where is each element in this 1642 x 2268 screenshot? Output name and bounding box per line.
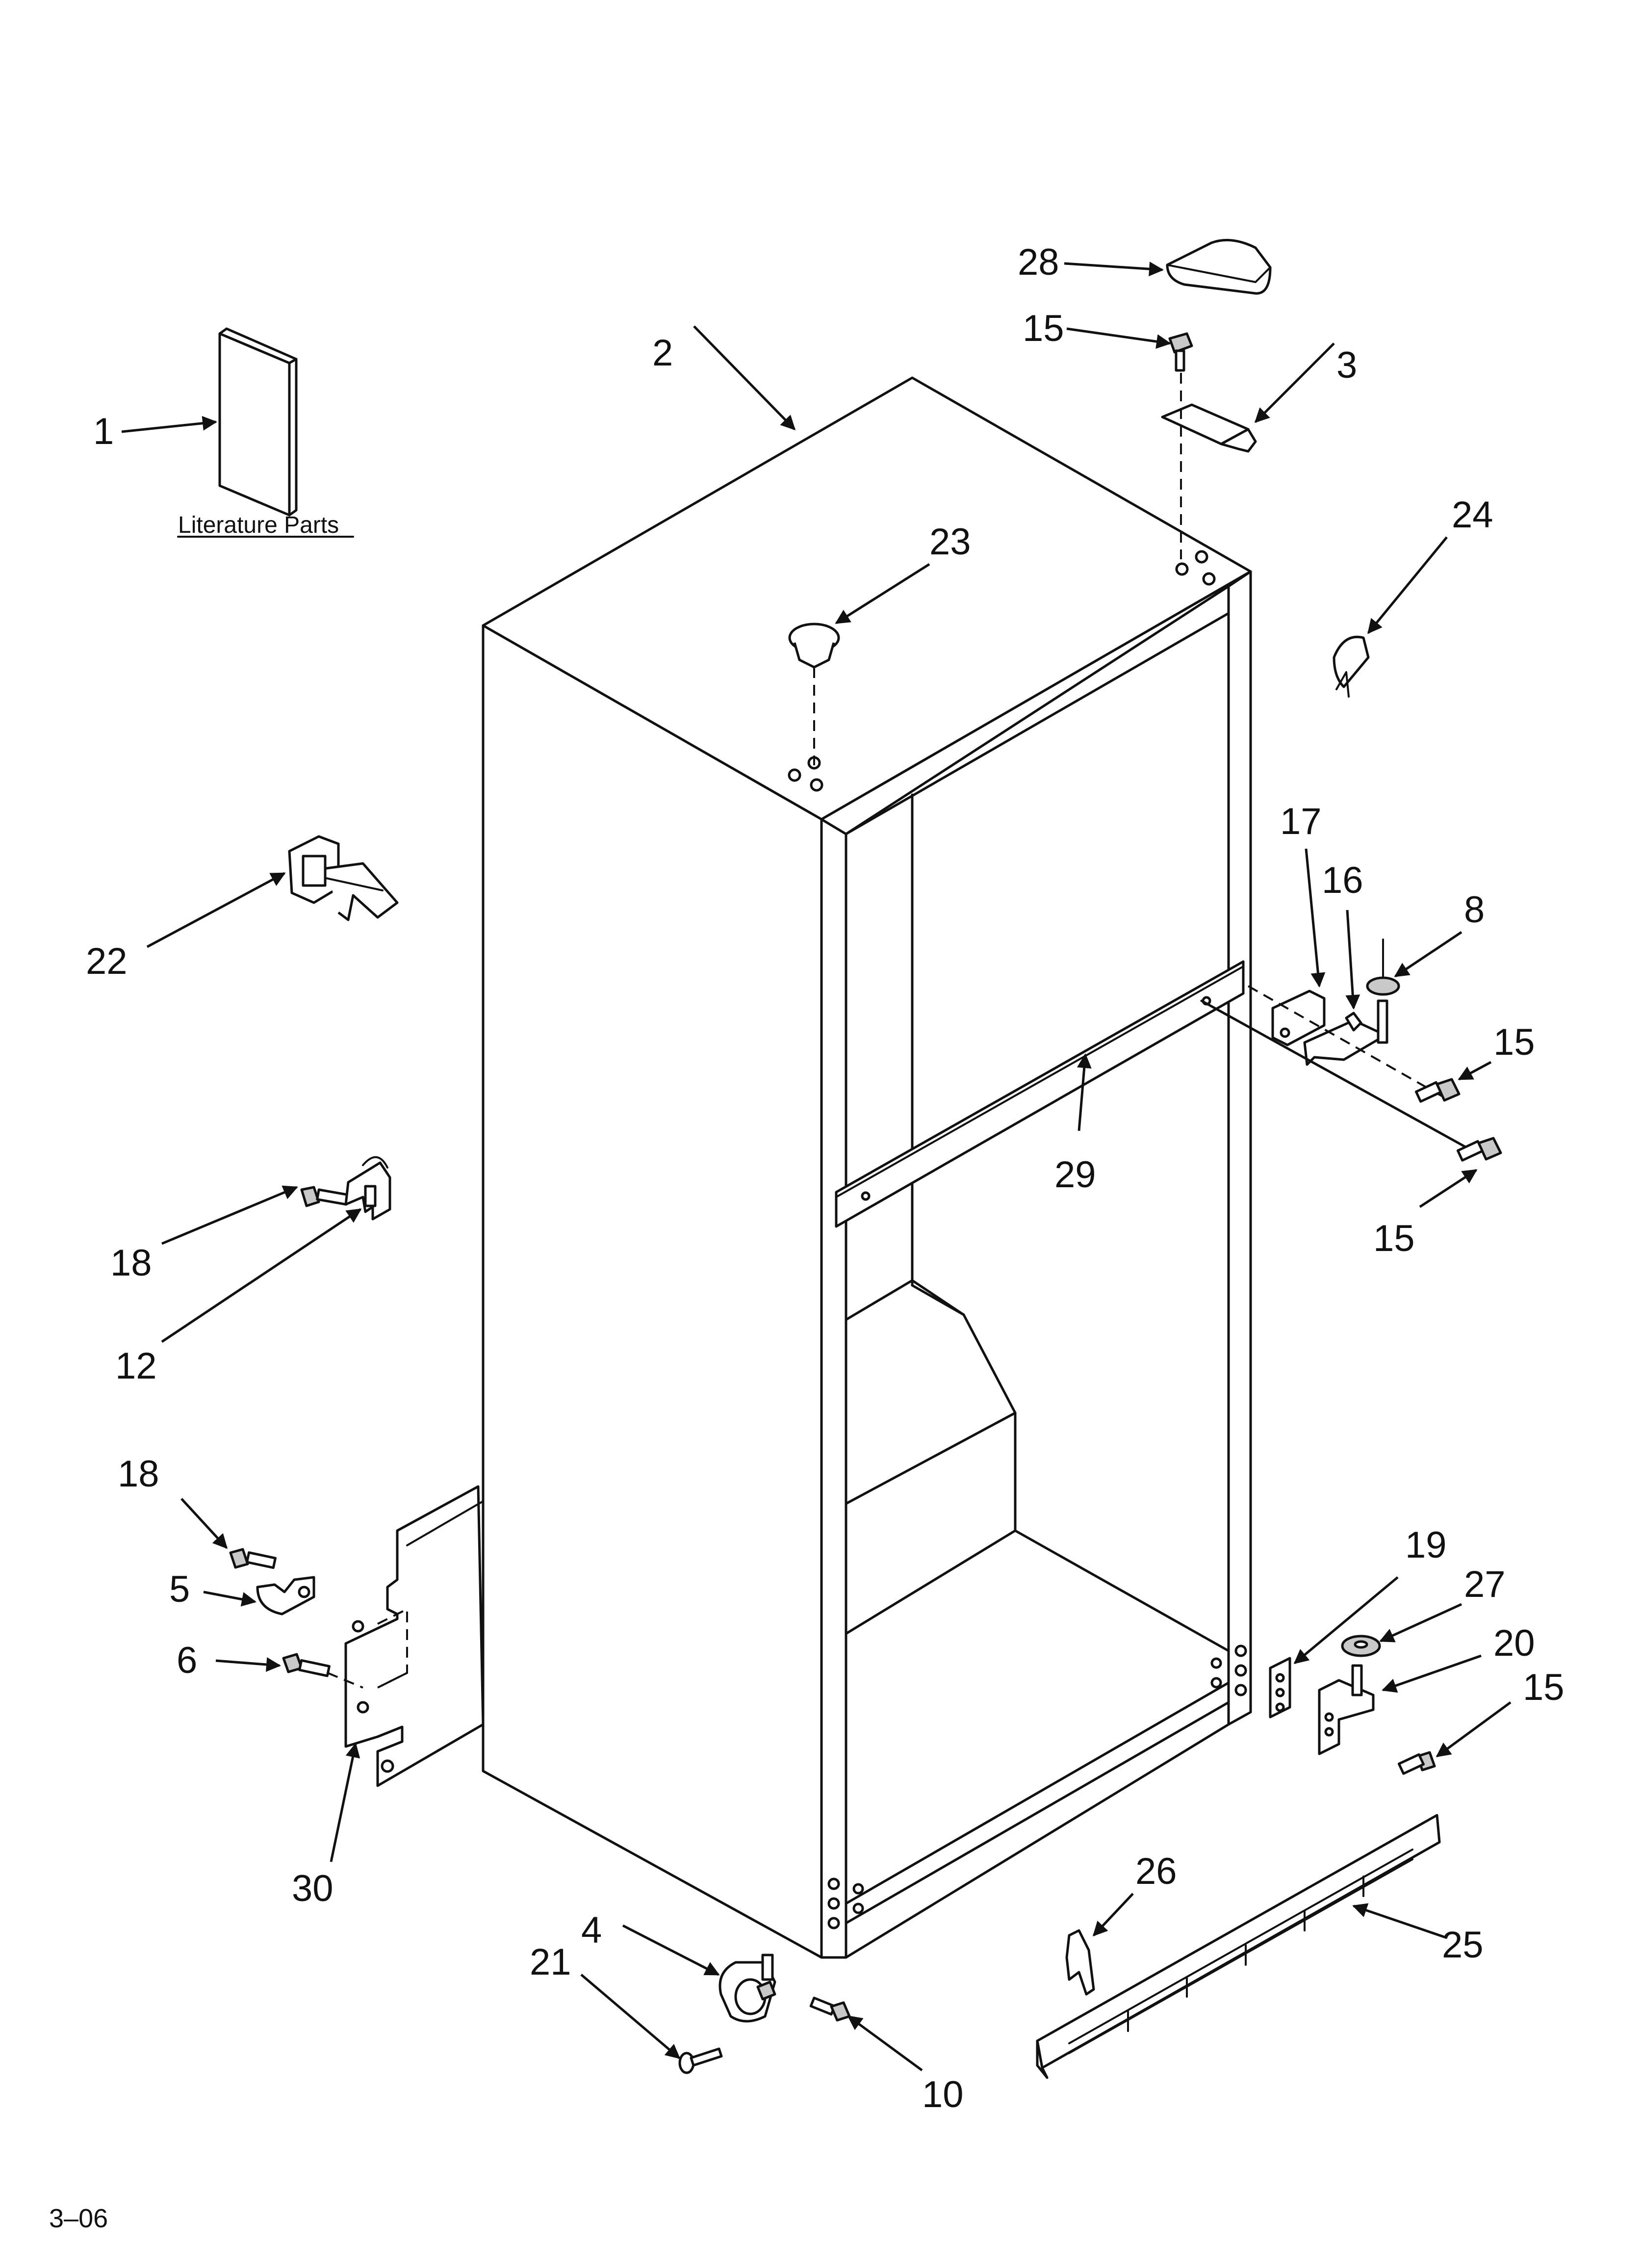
- callout-4: 4: [581, 1909, 602, 1951]
- callout-15-top: 15: [1023, 308, 1064, 349]
- callout-6: 6: [177, 1640, 197, 1681]
- hinge-cover: [1166, 238, 1272, 295]
- callout-10: 10: [922, 2074, 964, 2115]
- callout-17: 17: [1280, 801, 1322, 842]
- callout-25: 25: [1442, 1924, 1484, 1966]
- callout-2: 2: [652, 332, 673, 374]
- callout-18-upper: 18: [110, 1242, 152, 1284]
- callout-24: 24: [1452, 494, 1493, 536]
- rear-bracket: [344, 1485, 485, 1787]
- callout-21: 21: [530, 1941, 571, 1983]
- literature-parts-caption: Literature Parts: [178, 512, 339, 538]
- callout-26: 26: [1135, 1851, 1177, 1892]
- literature-booklet: [218, 327, 298, 517]
- callout-15-bottom: 15: [1523, 1667, 1565, 1708]
- callout-27: 27: [1464, 1564, 1506, 1605]
- grille-clip: [1065, 1929, 1095, 1996]
- callout-8: 8: [1464, 889, 1485, 931]
- top-hinge: [1161, 373, 1257, 559]
- refrigerator-cabinet: [482, 376, 1252, 1959]
- toe-grille: [1036, 1814, 1441, 2079]
- callout-18-lower: 18: [118, 1453, 159, 1495]
- callout-5: 5: [169, 1568, 190, 1610]
- callout-12: 12: [115, 1345, 157, 1387]
- leader-arrows: [121, 261, 1512, 2072]
- callout-15-center-lower: 15: [1373, 1218, 1415, 1259]
- leveling-leg-assembly: [678, 1954, 776, 2074]
- callout-28: 28: [1018, 241, 1059, 283]
- screw-10: [809, 1996, 851, 2022]
- callout-29: 29: [1054, 1154, 1096, 1196]
- hinge-screw-top: [1168, 332, 1193, 372]
- callout-30: 30: [292, 1868, 334, 1909]
- center-hinge-assembly: [1200, 938, 1502, 1162]
- callout-15-center-right: 15: [1493, 1021, 1535, 1063]
- callout-1: 1: [93, 411, 114, 452]
- callout-22: 22: [86, 940, 128, 982]
- door-closer-assembly: [300, 1156, 391, 1221]
- callout-16: 16: [1322, 860, 1363, 901]
- door-stop: [288, 835, 399, 921]
- callout-20: 20: [1493, 1622, 1535, 1664]
- divider-rail: [835, 960, 1245, 1228]
- callout-23: 23: [929, 521, 971, 563]
- bottom-hinge-assembly: [1269, 1635, 1436, 1775]
- lower-left-fasteners: [229, 1548, 363, 1689]
- hinge-pin-cover: [1333, 635, 1370, 698]
- callout-3: 3: [1336, 344, 1357, 386]
- plug-button: [788, 623, 840, 765]
- callout-labels: 1 2 3 4 5 6 8 10 12 15 15 15 15 16 17 18…: [86, 241, 1565, 2115]
- footer-code: 3–06: [49, 2204, 108, 2233]
- callout-19: 19: [1405, 1524, 1447, 1566]
